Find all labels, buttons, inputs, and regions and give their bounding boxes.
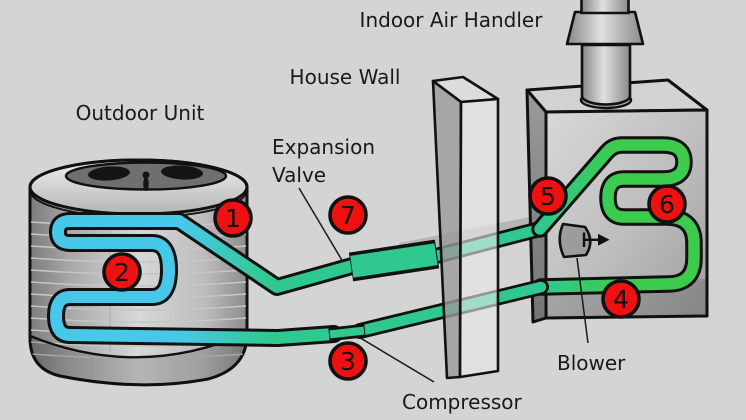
- indoor-coil: [531, 136, 703, 296]
- marker-5: 5: [528, 176, 568, 216]
- marker-7: 7: [328, 195, 368, 235]
- blower-leader: [576, 257, 589, 344]
- marker-2: 2: [102, 252, 142, 292]
- compressor-leader: [356, 335, 435, 383]
- svg-text:7: 7: [340, 201, 356, 230]
- suction-line-pipe: [352, 279, 549, 339]
- outdoor-unit-label: Outdoor Unit: [76, 101, 205, 125]
- labels: Outdoor Unit House Wall Indoor Air Handl…: [76, 8, 627, 414]
- fan-blades-icon: [88, 165, 203, 191]
- leader-lines: [298, 187, 589, 383]
- marker-4: 4: [601, 279, 641, 319]
- expansion-valve-label-line2: Valve: [272, 163, 326, 187]
- svg-text:6: 6: [659, 190, 675, 219]
- svg-text:5: 5: [540, 182, 556, 211]
- svg-text:4: 4: [613, 285, 629, 314]
- duct-cone: [565, 10, 645, 46]
- indoor-air-handler-label: Indoor Air Handler: [360, 8, 544, 32]
- expansion-valve-label-line1: Expansion: [272, 135, 375, 159]
- expansion-valve-leader: [298, 187, 344, 263]
- duct-lower-cylinder: [580, 43, 632, 106]
- markers: 1 2 3 4 5 6 7: [102, 176, 687, 381]
- house-wall: [431, 75, 500, 380]
- wall-front-face: [458, 97, 500, 379]
- marker-1: 1: [213, 198, 253, 238]
- svg-text:2: 2: [114, 258, 130, 287]
- svg-text:1: 1: [225, 204, 241, 233]
- compressor-label: Compressor: [402, 390, 523, 414]
- marker-6: 6: [647, 184, 687, 224]
- compressor: [328, 323, 366, 342]
- marker-3: 3: [328, 341, 368, 381]
- house-wall-label: House Wall: [290, 65, 401, 89]
- outdoor-coil: [47, 212, 361, 347]
- expansion-valve: [348, 239, 440, 282]
- airflow-arrow-icon: [582, 232, 610, 247]
- exhaust-duct: [565, 0, 645, 110]
- outdoor-unit-base-shade: [30, 335, 247, 385]
- blower: [558, 222, 610, 259]
- duct-upper-pipe: [580, 0, 630, 15]
- blower-label: Blower: [557, 351, 626, 375]
- blower-body: [558, 222, 592, 259]
- svg-text:3: 3: [340, 347, 356, 376]
